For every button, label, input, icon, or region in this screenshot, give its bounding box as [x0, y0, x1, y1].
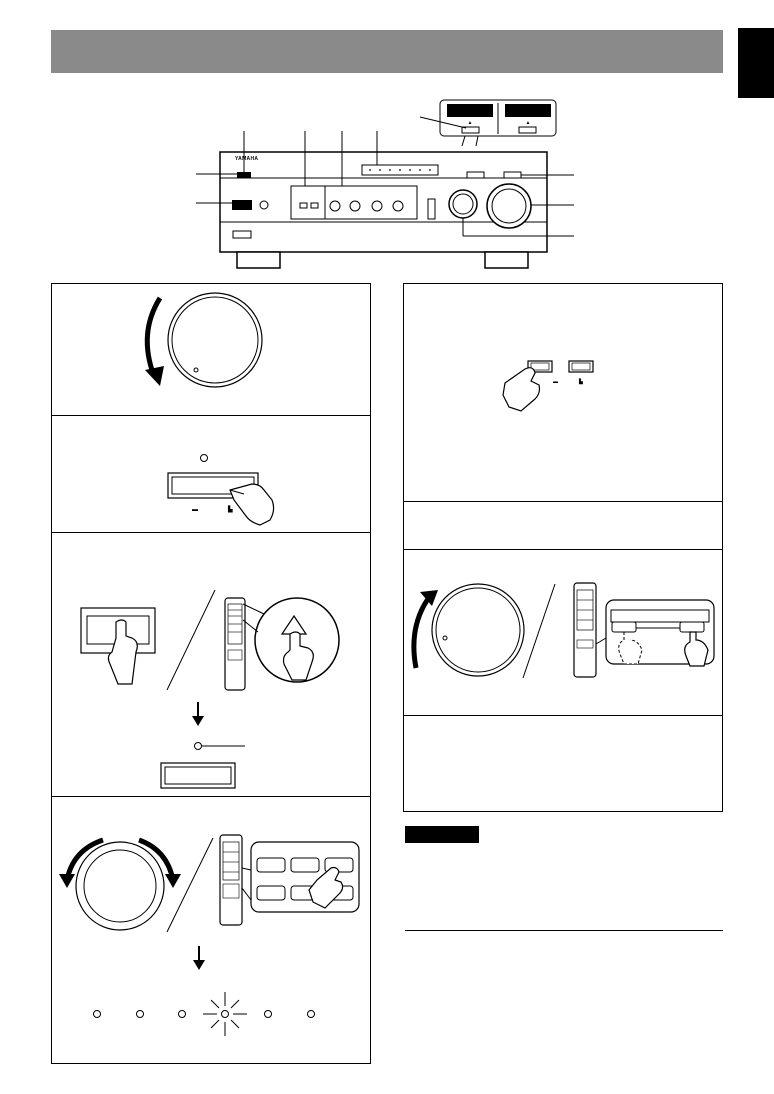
- note-label: [405, 826, 479, 843]
- svg-text:▲: ▲: [526, 120, 531, 126]
- press-power-button-icon: ▬ ▙: [167, 454, 275, 526]
- callout-button-b-label: [505, 104, 551, 117]
- rotate-knob-clockwise-icon: [411, 582, 715, 679]
- svg-text:▙: ▙: [578, 378, 583, 385]
- brand-logo: YAMAHA: [235, 156, 259, 162]
- svg-text:▙: ▙: [227, 505, 233, 513]
- flashing-indicator-icon: [221, 1010, 229, 1018]
- press-button-and-remote-icon: [80, 589, 340, 789]
- svg-text:▲: ▲: [468, 120, 473, 126]
- section-tab: [738, 28, 774, 98]
- svg-text:▬: ▬: [553, 379, 558, 385]
- section-rule: [405, 930, 723, 931]
- rotate-knob-counterclockwise-icon: [144, 292, 263, 388]
- rotate-knob-both-ways-icon: [59, 834, 360, 1036]
- right-steps-panel: [403, 283, 723, 812]
- svg-text:▬: ▬: [192, 507, 198, 513]
- receiver-illustration: ▲ ▲: [196, 99, 574, 269]
- section-title-bar: [51, 30, 723, 73]
- callout-button-a-label: [447, 104, 493, 117]
- speaker-selector-buttons-icon: ▬ ▙: [502, 360, 594, 412]
